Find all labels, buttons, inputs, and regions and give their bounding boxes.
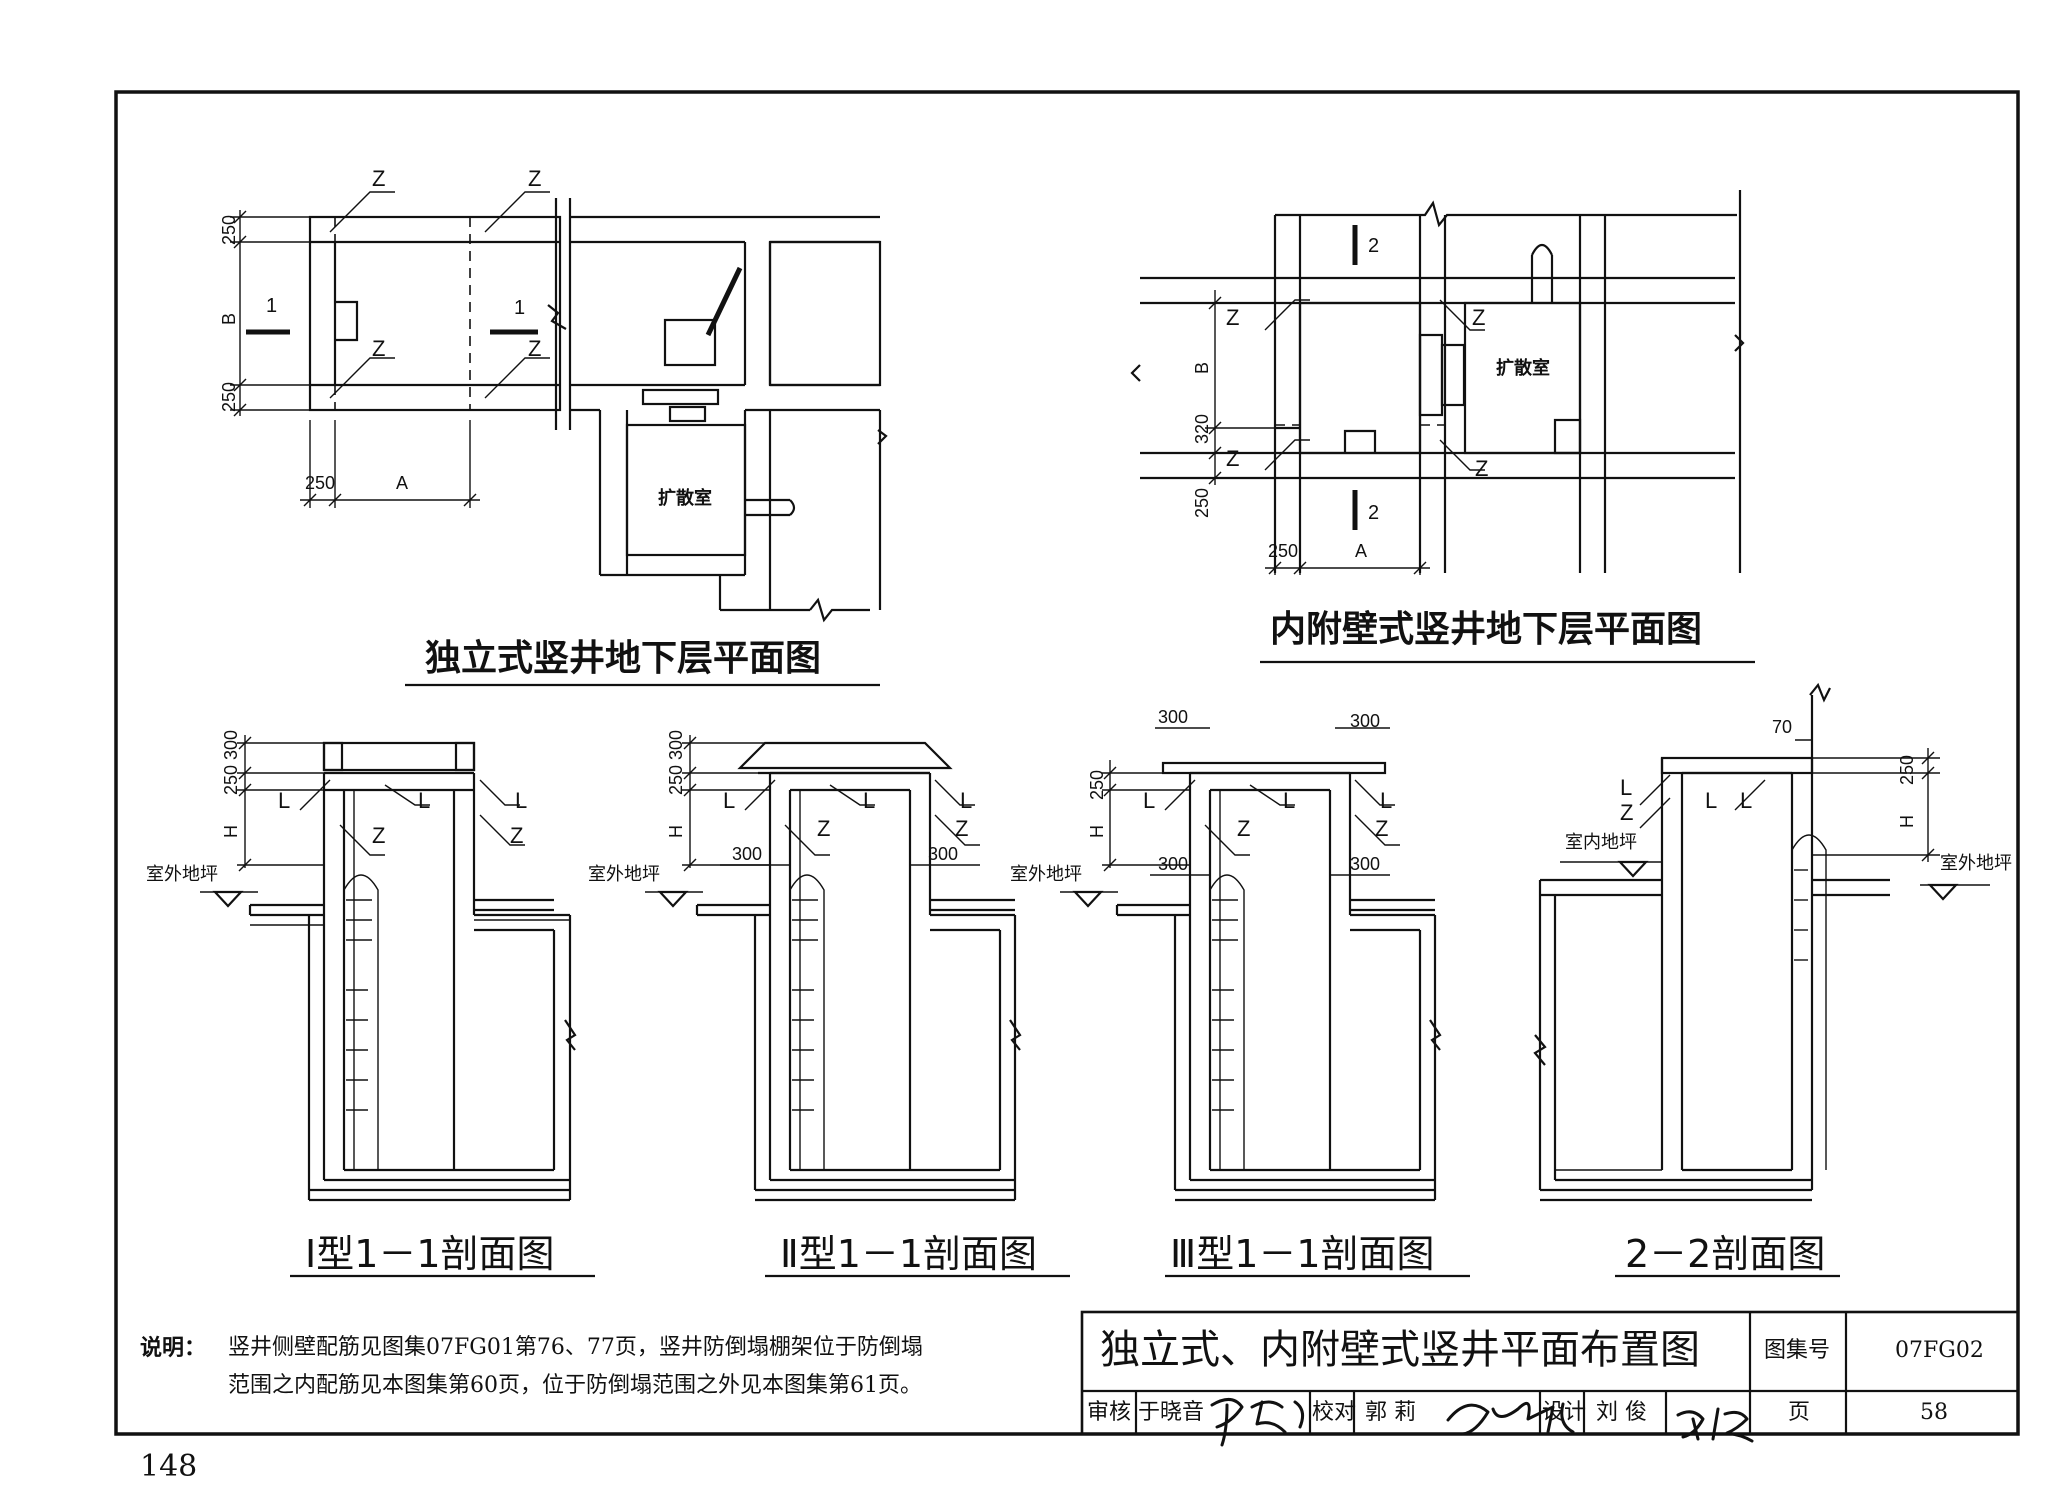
sheet-frame <box>114 90 2020 1436</box>
sec2-z-label-2: Z <box>955 816 969 841</box>
sec2-dim-h: H <box>666 825 686 838</box>
sec2-dim-300-left: 300 <box>732 844 763 864</box>
atlas-no-label: 图集号 <box>1764 1338 1831 1363</box>
sec3-l-label-3: L <box>1380 788 1393 813</box>
sec22-dim-h: H <box>1897 815 1917 828</box>
plan1-dim-250-bottom: 250 <box>219 381 239 412</box>
sec22-l-label-1: L <box>1620 775 1633 800</box>
sec2-dim-250: 250 <box>666 764 686 795</box>
plan1-dim-b: B <box>219 312 239 325</box>
notes-line-2: 范围之内配筋见本图集第60页，位于防倒塌范围之外见本图集第61页。 <box>228 1373 922 1398</box>
sec22-ground-label: 室外地坪 <box>1940 853 2012 874</box>
sec3-dim-250: 250 <box>1087 769 1107 800</box>
sec3-dim-300-left: 300 <box>1158 854 1189 874</box>
sec2-l-label-1: L <box>723 788 736 813</box>
sec3-l-label-1: L <box>1143 788 1156 813</box>
reviewer-signature <box>1210 1398 1305 1447</box>
section-type-1 <box>200 735 577 1202</box>
section-type-2 <box>645 735 1022 1202</box>
review-label: 审核 <box>1087 1400 1132 1425</box>
plan1-z-label-3: Z <box>372 336 386 361</box>
reviewer-name: 于晓音 <box>1138 1400 1205 1425</box>
sec2-l-label-3: L <box>960 788 973 813</box>
sec2-title: Ⅱ型1－1剖面图 <box>780 1232 1038 1276</box>
plan2-z-label-3: Z <box>1226 446 1240 471</box>
sec22-dim-70: 70 <box>1772 717 1793 737</box>
title-block <box>1080 1310 2020 1436</box>
sec1-z-label-1: Z <box>372 823 386 848</box>
plan2-z-label-1: Z <box>1226 305 1240 330</box>
sec1-z-label-2: Z <box>510 823 524 848</box>
plan1-title: 独立式竖井地下层平面图 <box>425 638 822 679</box>
sec22-l-label-2: L <box>1705 788 1718 813</box>
sec1-ground-label: 室外地坪 <box>146 864 218 885</box>
sec1-l-label-1: L <box>278 788 291 813</box>
plan1-dim-a: A <box>396 473 409 493</box>
sec1-l-label-2: L <box>418 788 431 813</box>
plan2-dim-320: 320 <box>1192 413 1212 444</box>
page-label: 页 <box>1788 1400 1811 1425</box>
plan1-section-mark-left: 1 <box>266 295 278 317</box>
check-label: 校对 <box>1312 1400 1357 1425</box>
sec3-l-label-2: L <box>1283 788 1296 813</box>
sec3-z-label-1: Z <box>1237 816 1251 841</box>
designer-signature <box>1676 1407 1754 1443</box>
plan1-room-label: 扩散室 <box>658 488 712 509</box>
designer-name: 刘 俊 <box>1596 1400 1647 1425</box>
sec3-dim-300-top-right: 300 <box>1350 711 1381 731</box>
sheet-page-number: 148 <box>140 1449 198 1484</box>
sec22-indoor-label: 室内地坪 <box>1565 832 1637 853</box>
section-2-2 <box>1533 682 1990 1202</box>
plan1-z-label-4: Z <box>528 336 542 361</box>
plan-independent <box>230 191 888 623</box>
sec1-dim-250: 250 <box>221 764 241 795</box>
sec2-dim-300: 300 <box>666 729 686 760</box>
sec3-dim-300-top-left: 300 <box>1158 707 1189 727</box>
notes-label: 说明： <box>140 1335 207 1361</box>
sec2-dim-300-right: 300 <box>928 844 959 864</box>
sec22-dim-250: 250 <box>1897 754 1917 785</box>
plan1-z-label-1: Z <box>372 166 386 191</box>
plan2-section-mark-bottom: 2 <box>1368 502 1380 524</box>
sec3-title: Ⅲ型1－1剖面图 <box>1170 1232 1435 1276</box>
sec2-l-label-2: L <box>863 788 876 813</box>
plan2-dim-250: 250 <box>1268 541 1299 561</box>
sec3-ground-label: 室外地坪 <box>1010 864 1082 885</box>
plan1-dim-250-top: 250 <box>219 214 239 245</box>
design-label: 设计 <box>1542 1400 1587 1425</box>
plan2-room-label: 扩散室 <box>1496 358 1550 379</box>
plan2-z-label-4: Z <box>1475 456 1489 481</box>
sec1-title: Ⅰ型1－1剖面图 <box>305 1232 555 1276</box>
plan-attached <box>1130 190 1745 575</box>
atlas-no: 07FG02 <box>1895 1338 1984 1363</box>
plan1-dim-250: 250 <box>305 473 336 493</box>
plan2-title: 内附壁式竖井地下层平面图 <box>1270 609 1703 650</box>
sec3-z-label-2: Z <box>1375 816 1389 841</box>
plan2-dim-a: A <box>1355 541 1368 561</box>
plan2-dim-250-left: 250 <box>1192 487 1212 518</box>
plan2-dim-b: B <box>1192 361 1212 374</box>
drawing-title: 独立式、内附壁式竖井平面布置图 <box>1100 1327 1700 1373</box>
sec3-dim-300-right: 300 <box>1350 854 1381 874</box>
notes-line-1: 竖井侧壁配筋见图集07FG01第76、77页，竖井防倒塌棚架位于防倒塌 <box>228 1335 923 1360</box>
sec2-z-label-1: Z <box>817 816 831 841</box>
sec3-dim-h: H <box>1087 825 1107 838</box>
page-no: 58 <box>1920 1400 1948 1425</box>
section-type-3 <box>1060 727 1442 1202</box>
sec22-l-label-3: L <box>1740 788 1753 813</box>
plan2-section-mark-top: 2 <box>1368 235 1380 257</box>
plan1-section-mark-right: 1 <box>514 297 526 319</box>
checker-signature <box>1446 1401 1575 1436</box>
plan1-z-label-2: Z <box>528 166 542 191</box>
sec2-ground-label: 室外地坪 <box>588 864 660 885</box>
checker-name: 郭 莉 <box>1365 1400 1416 1425</box>
sec1-l-label-3: L <box>515 788 528 813</box>
plan2-z-label-2: Z <box>1472 305 1486 330</box>
sec1-dim-h: H <box>221 825 241 838</box>
sec22-title: 2－2剖面图 <box>1625 1232 1826 1276</box>
sec1-dim-300: 300 <box>221 729 241 760</box>
sec22-z-label: Z <box>1620 800 1634 825</box>
